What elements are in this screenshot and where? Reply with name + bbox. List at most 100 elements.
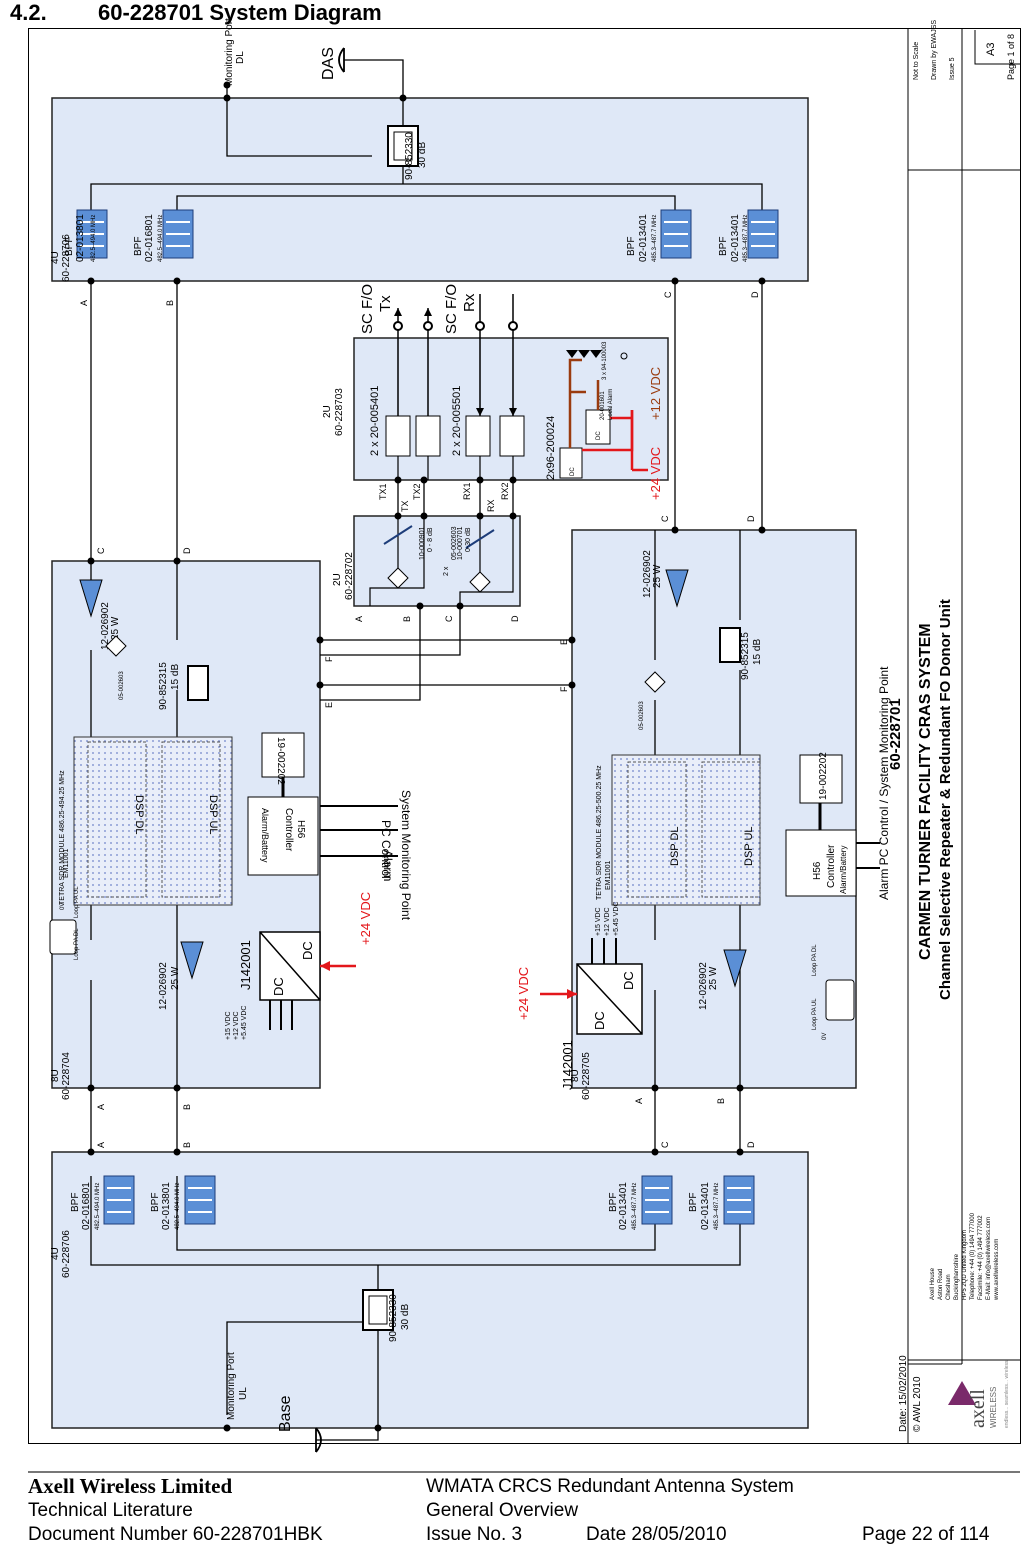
svg-text:482.5–494.0 MHz: 482.5–494.0 MHz — [95, 1183, 101, 1230]
variable-attenuator-icon — [383, 525, 495, 549]
svg-text:H56: H56 — [812, 861, 823, 880]
svg-text:Loop PA UL: Loop PA UL — [74, 886, 80, 918]
svg-text:02-013401: 02-013401 — [638, 214, 649, 262]
svg-text:482.5–494.0 MHz: 482.5–494.0 MHz — [158, 215, 164, 262]
svg-text:Monitoring Port: Monitoring Port — [226, 1352, 237, 1420]
ul-coupler-icon — [362, 1289, 394, 1331]
svg-text:SC F/O: SC F/O — [359, 284, 376, 334]
svg-text:DC: DC — [621, 971, 636, 990]
repeater-a: 8U 60-228704 EM11001 TETRA SDR MODULE 48… — [49, 547, 413, 1110]
svg-text:C: C — [660, 515, 670, 522]
svg-text:12-026902: 12-026902 — [100, 602, 111, 650]
svg-text:Page 1 of 8: Page 1 of 8 — [1006, 34, 1016, 80]
svg-text:30 dB: 30 dB — [400, 1304, 411, 1330]
svg-text:Loop PA UL: Loop PA UL — [812, 998, 818, 1030]
svg-text:WIRELESS: WIRELESS — [989, 1387, 998, 1428]
ul-filter-a: BPF 02-016801 482.5–494.0 MHz — [70, 1175, 135, 1230]
svg-text:www.axellwireless.com: www.axellwireless.com — [994, 1239, 1000, 1301]
sdr-module-a — [73, 736, 233, 906]
controller-box — [785, 829, 857, 897]
svg-text:485.3–487.7 MHz: 485.3–487.7 MHz — [743, 215, 749, 262]
svg-text:Alarm/Battery: Alarm/Battery — [260, 808, 270, 863]
svg-text:D: D — [746, 515, 756, 522]
svg-text:+5.45 VDC: +5.45 VDC — [241, 1006, 248, 1040]
svg-text:25 W: 25 W — [652, 564, 663, 588]
svg-text:E: E — [559, 639, 569, 645]
svg-text:RX1: RX1 — [462, 482, 472, 500]
coupler-icon — [187, 665, 209, 701]
svg-text:F: F — [559, 686, 569, 692]
axell-logo-icon — [948, 1381, 976, 1405]
company-address: Axell House Aston Road Chesham Buckingha… — [930, 1212, 1000, 1301]
svg-text:C: C — [444, 615, 454, 622]
ul-amplifier-icon — [180, 941, 204, 980]
svg-text:3 x 94-100003: 3 x 94-100003 — [602, 341, 608, 380]
svg-text:15 dB: 15 dB — [752, 639, 763, 665]
svg-text:60-228705: 60-228705 — [581, 1052, 592, 1100]
page-footer: Axell Wireless Limited Technical Literat… — [0, 1466, 1034, 1552]
loop-connector-icon — [49, 919, 77, 955]
svg-text:482.5–494.0 MHz: 482.5–494.0 MHz — [175, 1183, 181, 1230]
ul-filter-d: BPF 02-013401 485.3–487.7 MHz — [688, 1175, 755, 1230]
svg-text:60-228704: 60-228704 — [61, 1052, 72, 1100]
fo-rx-module — [499, 415, 525, 457]
svg-text:J142001: J142001 — [560, 1040, 575, 1090]
svg-text:15 dB: 15 dB — [170, 664, 181, 690]
svg-text:RX: RX — [486, 499, 496, 512]
footer-literature: Technical Literature — [28, 1500, 193, 1521]
svg-text:90-852315: 90-852315 — [740, 632, 751, 680]
svg-text:02-016801: 02-016801 — [81, 1182, 92, 1230]
svg-text:A: A — [96, 1104, 106, 1110]
repeater-b: 8U 60-228705 EM11001 TETRA SDR MODULE 48… — [516, 515, 891, 1104]
dl-filter-a: BPF 02-013801 482.5–494.0 MHz — [64, 209, 108, 262]
footer-page: Page 22 of 114 — [862, 1524, 990, 1545]
svg-text:SC F/O: SC F/O — [443, 284, 460, 334]
svg-text:© AWL 2010: © AWL 2010 — [912, 1376, 923, 1432]
svg-text:D: D — [750, 291, 760, 298]
footer-rule — [28, 1471, 1020, 1473]
axell-logo: axell WIRELESS endless... seamless... wi… — [948, 1360, 1010, 1428]
svg-text:Loop PA DL: Loop PA DL — [812, 944, 818, 976]
base-antenna-icon — [315, 1427, 322, 1453]
svg-text:05-002603: 05-002603 — [639, 701, 645, 730]
svg-text:+24 VDC: +24 VDC — [358, 892, 373, 945]
svg-text:DC: DC — [271, 977, 286, 996]
svg-text:BPF: BPF — [150, 1193, 161, 1212]
svg-text:PC Control: PC Control — [379, 820, 393, 879]
svg-text:Tx: Tx — [377, 295, 394, 312]
svg-text:D: D — [510, 615, 520, 622]
ul-filter-b: BPF 02-013801 482.5–494.0 MHz — [150, 1175, 216, 1230]
svg-text:60-228703: 60-228703 — [334, 388, 345, 436]
svg-text:02-013801: 02-013801 — [161, 1182, 172, 1230]
svg-text:0 - 8 dB: 0 - 8 dB — [427, 527, 434, 552]
svg-text:2 x 20-005401: 2 x 20-005401 — [369, 386, 381, 456]
svg-text:TX1: TX1 — [378, 483, 388, 500]
svg-text:TX: TX — [400, 500, 410, 512]
svg-text:+15 VDC: +15 VDC — [595, 907, 602, 936]
svg-text:C: C — [660, 1141, 670, 1148]
svg-text:+12 VDC: +12 VDC — [604, 907, 611, 936]
svg-text:B: B — [182, 1142, 192, 1148]
fo-rx-module — [465, 415, 491, 457]
footer-issue: Issue No. 3 — [426, 1524, 523, 1545]
svg-text:BPF: BPF — [70, 1193, 81, 1212]
repeater-b-ext-line: Alarm PC Control / System Monitoring Poi… — [877, 666, 891, 900]
svg-text:485.3–487.7 MHz: 485.3–487.7 MHz — [652, 215, 658, 262]
svg-text:+24 VDC: +24 VDC — [516, 967, 531, 1020]
svg-text:+15 VDC: +15 VDC — [225, 1011, 232, 1040]
svg-text:Aston Road: Aston Road — [938, 1269, 944, 1300]
svg-text:C: C — [663, 291, 673, 298]
svg-text:System Monitoring Point: System Monitoring Point — [399, 790, 413, 921]
svg-text:H56: H56 — [295, 820, 306, 839]
ul-amplifier-icon — [723, 949, 747, 988]
svg-text:2U: 2U — [322, 405, 333, 418]
dl-amplifier-icon — [79, 579, 103, 618]
svg-text:TETRA SDR MODULE 486.25-494.25: TETRA SDR MODULE 486.25-494.25 MHz — [59, 770, 66, 905]
svg-text:0V: 0V — [822, 1033, 828, 1040]
attenuator-shelf: 2U 60-228702 10-000901 0 - 8 dB 2 x 05-0… — [332, 499, 520, 622]
svg-text:DC: DC — [592, 1011, 607, 1030]
ul-shelf-panel — [51, 1151, 809, 1429]
svg-text:J142001: J142001 — [238, 940, 253, 990]
svg-text:BPF: BPF — [626, 237, 637, 256]
svg-text:60-228701: 60-228701 — [887, 698, 904, 770]
